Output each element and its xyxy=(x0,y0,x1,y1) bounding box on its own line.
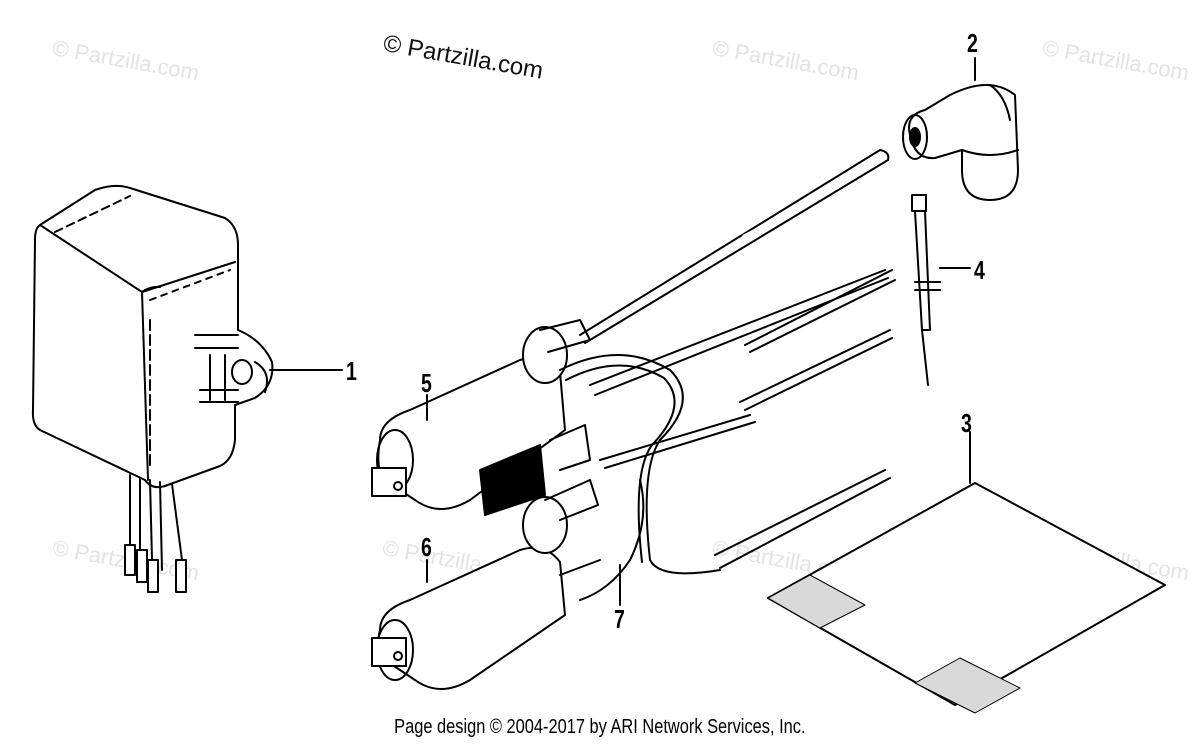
footer-text: Page design © 2004-2017 by ARI Network S… xyxy=(394,716,806,738)
cable-tie-part-4 xyxy=(911,194,941,386)
callout-5[interactable]: 5 xyxy=(421,368,432,398)
callout-2[interactable]: 2 xyxy=(967,28,978,58)
callout-6[interactable]: 6 xyxy=(421,532,432,562)
callout-4[interactable]: 4 xyxy=(974,255,985,285)
instruction-sheet-part-3 xyxy=(767,482,1166,714)
wire-segments xyxy=(579,149,896,569)
callout-3[interactable]: 3 xyxy=(961,408,972,438)
plug-cap-part-2 xyxy=(902,84,1019,201)
page-footer: Page design © 2004-2017 by ARI Network S… xyxy=(0,716,1200,739)
ignition-coil-part-5 xyxy=(371,319,591,516)
callout-7[interactable]: 7 xyxy=(614,604,625,634)
harness-wire-part-7 xyxy=(559,354,721,601)
cdi-box-part-1 xyxy=(31,184,274,593)
callout-1[interactable]: 1 xyxy=(346,356,357,386)
ignition-coil-part-6 xyxy=(371,479,601,690)
